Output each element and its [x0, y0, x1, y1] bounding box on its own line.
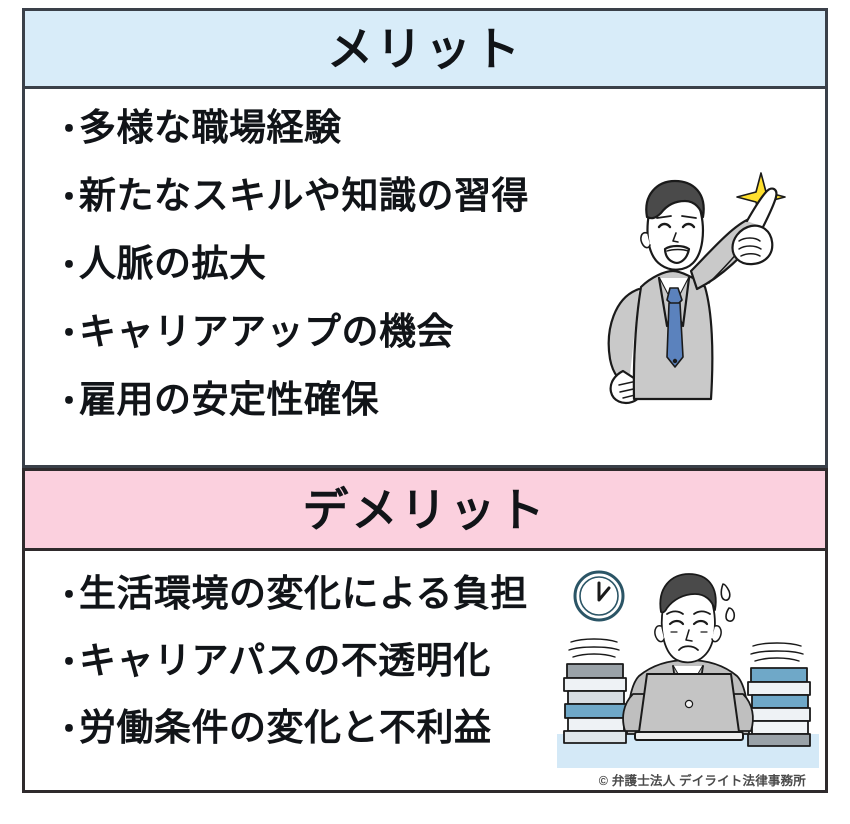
book-stack-right — [747, 642, 811, 747]
copyright-credit: © 弁護士法人 デイライト法律事務所 — [598, 774, 806, 788]
sparkle-icon — [736, 172, 786, 222]
list-item: ・ 生活環境の変化による負担 — [53, 563, 613, 630]
merit-panel: メリット ・ 多様な職場経験 ・ 新たなスキルや知識の習得 ・ 人脈の拡大 ・ … — [22, 8, 828, 468]
businessman-pointing-up-illustration — [579, 161, 819, 411]
list-item: ・ キャリアパスの不透明化 — [53, 630, 613, 697]
bullet-marker-icon: ・ — [53, 711, 86, 747]
list-item-label: キャリアアップの機会 — [79, 311, 454, 352]
list-item-label: 多様な職場経験 — [79, 107, 342, 148]
list-item-label: 人脈の拡大 — [79, 243, 267, 284]
list-item-label: キャリアパスの不透明化 — [79, 640, 491, 681]
merit-title: メリット — [327, 22, 523, 75]
list-item-label: 新たなスキルや知識の習得 — [79, 175, 529, 216]
bullet-marker-icon: ・ — [53, 577, 86, 613]
list-item: ・ 新たなスキルや知識の習得 — [53, 165, 613, 233]
laptop-icon — [634, 673, 744, 741]
merit-bullet-list: ・ 多様な職場経験 ・ 新たなスキルや知識の習得 ・ 人脈の拡大 ・ キャリアア… — [53, 97, 613, 437]
bullet-marker-icon: ・ — [53, 247, 86, 283]
demerit-title: デメリット — [302, 483, 548, 536]
list-item: ・ 労働条件の変化と不利益 — [53, 697, 613, 764]
list-item: ・ 多様な職場経験 — [53, 97, 613, 165]
bullet-marker-icon: ・ — [53, 315, 86, 351]
merit-header-band: メリット — [25, 11, 825, 89]
list-item: ・ 人脈の拡大 — [53, 233, 613, 301]
list-item-label: 労働条件の変化と不利益 — [79, 707, 492, 748]
bullet-marker-icon: ・ — [53, 179, 86, 215]
list-item: ・ キャリアアップの機会 — [53, 301, 613, 369]
demerit-panel: デメリット ・ 生活環境の変化による負担 ・ キャリアパスの不透明化 ・ 労働条… — [22, 468, 828, 793]
bullet-marker-icon: ・ — [53, 383, 86, 419]
merit-demerit-infographic: メリット ・ 多様な職場経験 ・ 新たなスキルや知識の習得 ・ 人脈の拡大 ・ … — [22, 8, 828, 793]
list-item-label: 雇用の安定性確保 — [79, 379, 379, 420]
bullet-marker-icon: ・ — [53, 644, 86, 680]
demerit-bullet-list: ・ 生活環境の変化による負担 ・ キャリアパスの不透明化 ・ 労働条件の変化と不… — [53, 563, 613, 764]
sweat-drop-icon — [700, 583, 736, 622]
demerit-header-band: デメリット — [25, 471, 825, 551]
list-item-label: 生活環境の変化による負担 — [79, 573, 528, 614]
list-item: ・ 雇用の安定性確保 — [53, 369, 613, 437]
bullet-marker-icon: ・ — [53, 111, 86, 147]
